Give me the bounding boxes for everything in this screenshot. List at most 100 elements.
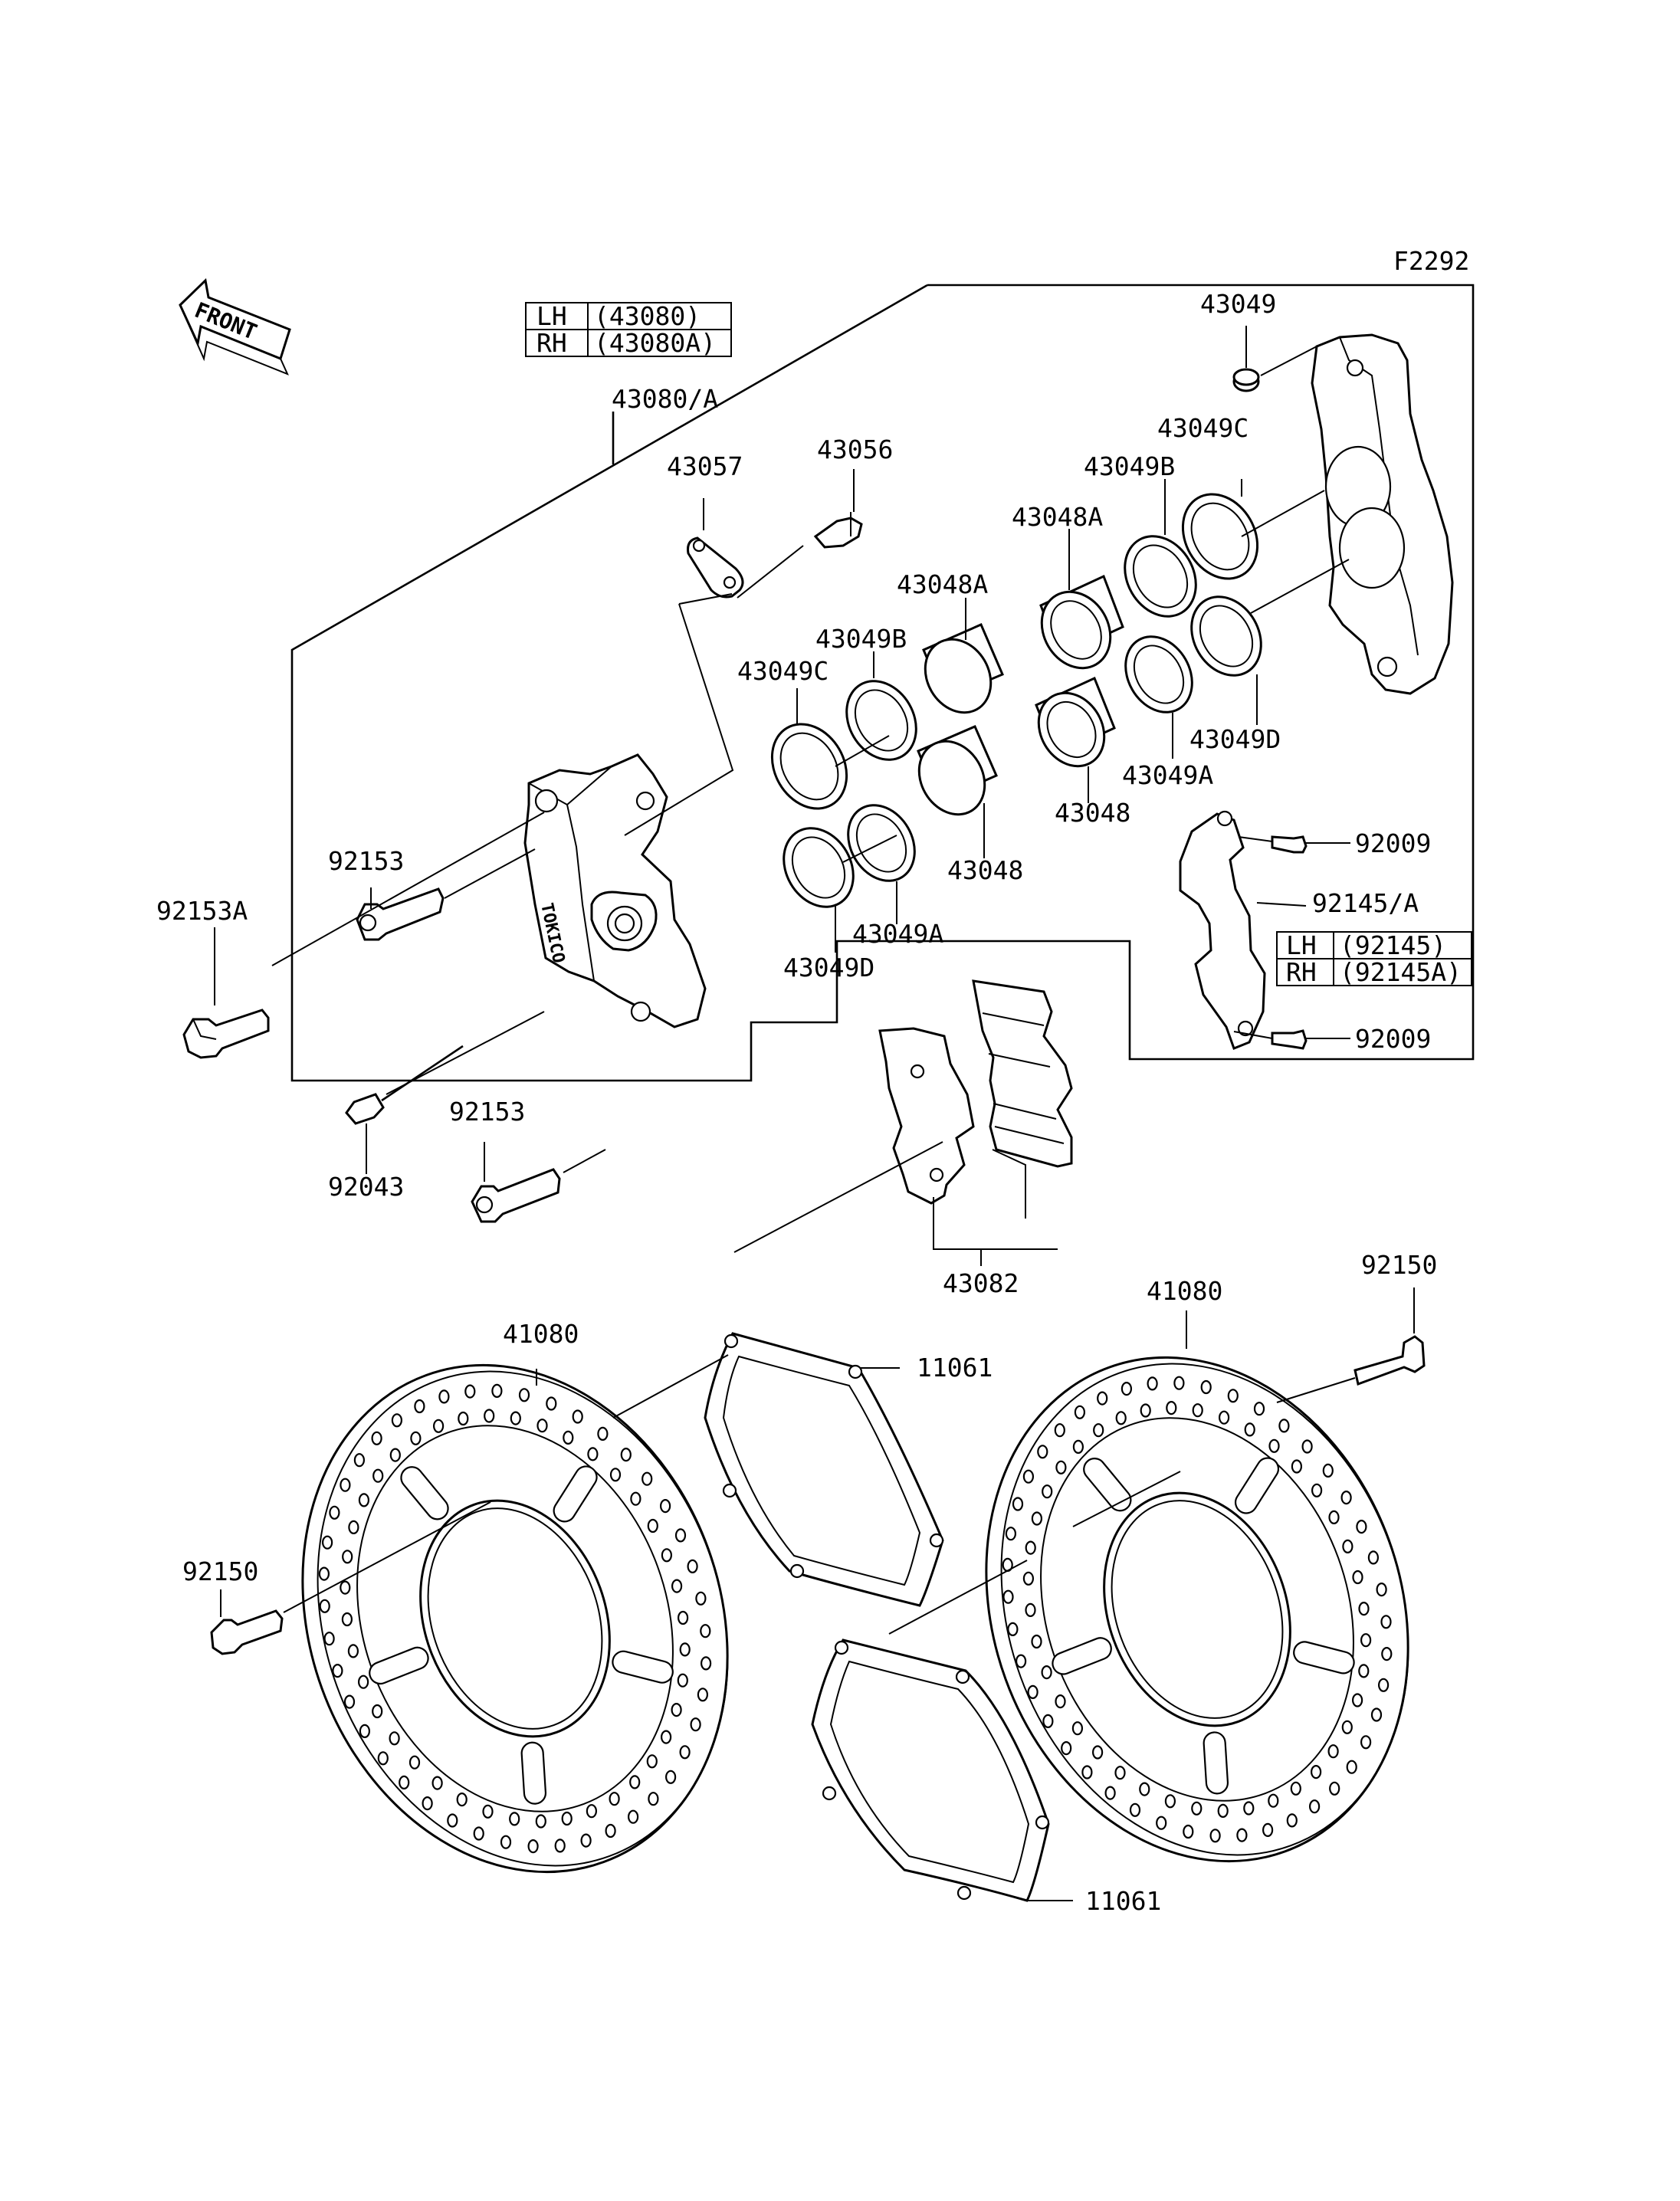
disc-hole <box>1328 1510 1340 1525</box>
disc-hole <box>358 1493 369 1507</box>
disc-hole <box>458 1411 469 1426</box>
disc-hole <box>609 1792 620 1806</box>
disc-hole <box>1173 1376 1185 1390</box>
disc-hole <box>1352 1570 1363 1585</box>
label-92153A: 92153A <box>156 896 248 926</box>
disc-hole <box>679 1642 691 1657</box>
label-43049A-left: 43049A <box>852 919 943 949</box>
disc-hole <box>1236 1828 1248 1842</box>
disc-hole <box>1217 1803 1229 1818</box>
disc-slot <box>369 1646 429 1685</box>
shim-11061-upper-icon <box>704 1332 944 1607</box>
disc-hole <box>677 1673 688 1688</box>
disc-hole <box>641 1471 653 1486</box>
label-11061-upper: 11061 <box>917 1353 993 1383</box>
brake-pad-outer-icon <box>972 979 1073 1168</box>
label-11061-lower: 11061 <box>1085 1886 1161 1916</box>
disc-hole <box>1191 1801 1203 1816</box>
disc-hole <box>700 1624 711 1638</box>
disc-hole <box>535 1814 546 1829</box>
disc-hole <box>500 1835 512 1849</box>
disc-hole <box>491 1383 503 1399</box>
table-92145-icon: LH (92145) RH (92145A) <box>1276 930 1472 987</box>
disc-hole <box>1327 1744 1339 1759</box>
disc-hole <box>343 1694 356 1709</box>
disc-hole <box>1310 1765 1322 1779</box>
label-43048-right: 43048 <box>1055 798 1130 828</box>
disc-hole <box>620 1447 632 1462</box>
label-92150-right: 92150 <box>1361 1250 1437 1280</box>
disc-hole <box>1005 1527 1017 1541</box>
bolt-92153-lower-icon <box>471 1168 561 1223</box>
disc-hole <box>1012 1497 1024 1511</box>
caliper-outer-half-icon <box>1311 333 1454 695</box>
disc-hole <box>1243 1801 1255 1816</box>
disc-hole <box>674 1528 687 1543</box>
connector-43057-icon <box>687 536 744 599</box>
disc-hole <box>359 1724 370 1738</box>
disc-hole <box>1054 1423 1065 1438</box>
disc-hole <box>1114 1766 1126 1780</box>
disc-hole <box>431 1776 443 1790</box>
caliper-lh-part: (43080) <box>594 301 701 331</box>
brake-disc-left-icon <box>301 1363 729 1874</box>
disc-hole <box>438 1389 450 1404</box>
bolt-92150-right-icon <box>1354 1335 1426 1386</box>
disc-hole <box>609 1468 622 1482</box>
disc-hole <box>572 1409 583 1424</box>
disc-hole <box>318 1566 330 1581</box>
disc-hole <box>561 1811 573 1826</box>
disc-hole <box>1166 1400 1177 1415</box>
disc-hole <box>647 1518 658 1533</box>
disc-hole <box>410 1431 422 1445</box>
label-43048A-right: 43048A <box>1012 502 1103 532</box>
label-92145A: 92145/A <box>1312 888 1419 918</box>
label-41080-left: 41080 <box>503 1319 579 1349</box>
disc-hole <box>660 1730 672 1744</box>
disc-hole <box>482 1804 494 1819</box>
disc-hole <box>690 1717 701 1732</box>
disc-hole <box>664 1770 677 1784</box>
bolt-92153A-icon <box>182 1009 270 1059</box>
disc-hole <box>661 1548 673 1563</box>
disc-hole <box>1342 1539 1354 1554</box>
disc-hole <box>1301 1439 1313 1454</box>
disc-hole <box>1015 1654 1027 1668</box>
disc-hole <box>1377 1678 1390 1692</box>
disc-hole <box>1244 1422 1255 1437</box>
disc-hole <box>546 1396 557 1411</box>
disc-hole <box>1104 1786 1116 1800</box>
disc-hole <box>409 1755 421 1770</box>
disc-hole <box>1147 1376 1158 1391</box>
disc-hole <box>1025 1602 1036 1617</box>
bracket-rh-side: RH <box>1286 957 1317 987</box>
disc-hole <box>1227 1389 1239 1403</box>
label-92153-lower: 92153 <box>449 1097 525 1127</box>
disc-hole <box>1031 1634 1042 1649</box>
disc-hole <box>432 1419 445 1433</box>
disc-hole <box>377 1751 389 1766</box>
disc-hole <box>414 1399 425 1414</box>
disc-hole <box>1002 1589 1014 1604</box>
label-43048A-left: 43048A <box>897 569 988 599</box>
disc-hole <box>329 1505 340 1520</box>
disc-hole <box>1129 1802 1141 1817</box>
disc-hole <box>372 1468 384 1483</box>
piston-43048-right-icon <box>1035 676 1116 768</box>
disc-hole <box>1358 1602 1370 1616</box>
disc-hole <box>341 1612 353 1627</box>
disc-hole <box>389 1731 400 1746</box>
disc-hole <box>1209 1829 1221 1843</box>
seal-43049C-left-icon <box>770 723 848 810</box>
disc-hole <box>1097 1391 1108 1406</box>
disc-hole <box>322 1535 333 1550</box>
disc-hole <box>1218 1410 1230 1425</box>
disc-slot <box>1293 1641 1355 1675</box>
seal-43049D-right-icon <box>1190 595 1262 677</box>
seal-43049A-right-icon <box>1124 635 1193 713</box>
disc-hole <box>510 1411 521 1425</box>
figure-code: F2292 <box>1393 246 1469 276</box>
disc-hole <box>1061 1741 1072 1756</box>
disc-hole <box>1351 1693 1363 1707</box>
bolt-92009-bottom-icon <box>1271 1029 1308 1050</box>
